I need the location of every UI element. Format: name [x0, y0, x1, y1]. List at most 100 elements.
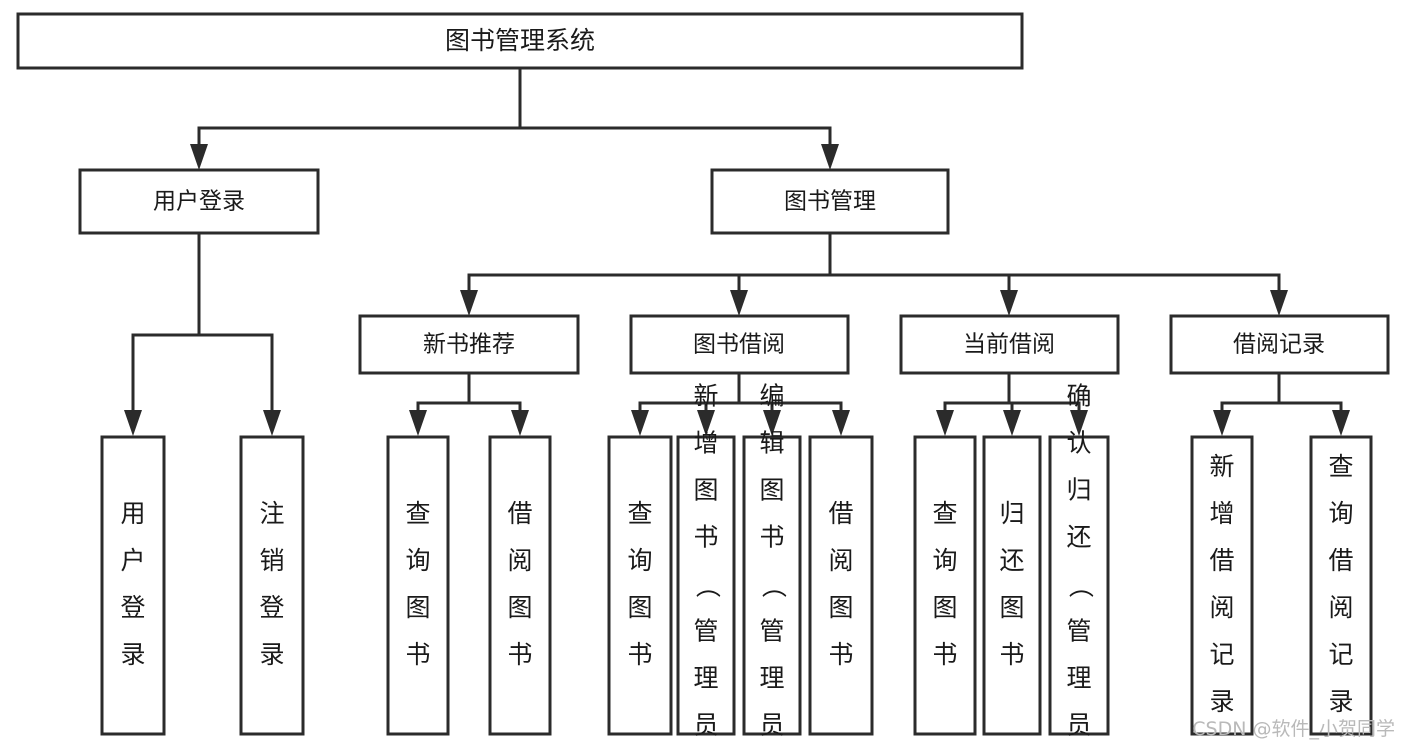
svg-text:书: 书 — [999, 640, 1024, 669]
svg-text:图: 图 — [507, 593, 532, 622]
leaf-box-leaf-book-borrow-1[interactable] — [676, 435, 736, 736]
connector-group-records — [1213, 371, 1350, 436]
svg-text:编: 编 — [759, 382, 784, 411]
svg-text:借: 借 — [1328, 546, 1353, 575]
leaf-box-leaf-user-login-0[interactable] — [100, 435, 166, 736]
node-book-manage[interactable]: 图书管理 — [710, 168, 950, 235]
node-box-new-book-recommend[interactable] — [358, 314, 580, 375]
leaf-box-leaf-user-login-1[interactable] — [239, 435, 305, 736]
node-box-user-login[interactable] — [78, 168, 320, 235]
svg-text:员: 员 — [693, 711, 718, 740]
arrow-icon — [1332, 410, 1350, 436]
leaf-box-leaf-records-0[interactable] — [1190, 435, 1254, 736]
svg-text:借: 借 — [507, 499, 532, 528]
svg-text:员: 员 — [1066, 711, 1091, 740]
svg-text:用: 用 — [120, 499, 145, 528]
svg-text:图: 图 — [759, 476, 784, 505]
svg-text:询: 询 — [932, 546, 957, 575]
leaf-box-leaf-current-borrow-2[interactable] — [1048, 435, 1110, 736]
node-borrow-records[interactable]: 借阅记录 — [1169, 314, 1390, 375]
leaf-node-layer: 用户登录注销登录查询图书借阅图书查询图书新增图书（管理员）编辑图书（管理员）借阅… — [100, 382, 1373, 747]
connector-group-current-borrow — [936, 371, 1088, 436]
node-box-book-borrow[interactable] — [629, 314, 850, 375]
svg-text:销: 销 — [259, 546, 284, 575]
arrow-icon — [1000, 290, 1018, 316]
arrow-icon — [821, 144, 839, 170]
svg-text:（: （ — [693, 573, 722, 598]
svg-text:书: 书 — [693, 523, 718, 552]
arrow-icon — [511, 410, 529, 436]
svg-text:（: （ — [1066, 573, 1095, 598]
svg-text:还: 还 — [1066, 523, 1091, 552]
node-label-borrow-records: 借阅记录 — [1233, 332, 1325, 358]
svg-text:认: 认 — [1066, 429, 1091, 458]
node-new-book-recommend[interactable]: 新书推荐 — [358, 314, 580, 375]
svg-text:图: 图 — [999, 593, 1024, 622]
svg-text:归: 归 — [999, 499, 1024, 528]
node-root[interactable]: 图书管理系统 — [16, 12, 1024, 70]
connector-group-root — [190, 66, 839, 170]
svg-text:书: 书 — [759, 523, 784, 552]
svg-text:管: 管 — [759, 617, 784, 646]
node-box-current-borrow[interactable] — [899, 314, 1120, 375]
connector-group-user-login — [124, 231, 281, 436]
node-current-borrow[interactable]: 当前借阅 — [899, 314, 1120, 375]
svg-text:录: 录 — [1328, 687, 1353, 716]
svg-text:理: 理 — [759, 664, 784, 693]
arrow-icon — [1213, 410, 1231, 436]
svg-text:归: 归 — [1066, 476, 1091, 505]
leaf-box-leaf-records-1[interactable] — [1309, 435, 1373, 736]
svg-text:注: 注 — [259, 499, 284, 528]
node-user-login[interactable]: 用户登录 — [78, 168, 320, 235]
svg-text:记: 记 — [1328, 640, 1353, 669]
svg-text:（: （ — [759, 573, 788, 598]
leaf-box-leaf-current-borrow-1[interactable] — [982, 435, 1042, 736]
leaf-node[interactable]: 用户登录 — [100, 435, 166, 736]
node-box-book-manage[interactable] — [710, 168, 950, 235]
svg-text:阅: 阅 — [1209, 593, 1234, 622]
node-book-borrow[interactable]: 图书借阅 — [629, 314, 850, 375]
leaf-box-leaf-book-borrow-0[interactable] — [607, 435, 673, 736]
svg-text:查: 查 — [627, 499, 652, 528]
node-box-root[interactable] — [16, 12, 1024, 70]
svg-text:书: 书 — [627, 640, 652, 669]
arrow-icon — [1270, 290, 1288, 316]
svg-text:图: 图 — [828, 593, 853, 622]
svg-text:书: 书 — [932, 640, 957, 669]
leaf-box-leaf-book-borrow-3[interactable] — [808, 435, 874, 736]
svg-text:增: 增 — [1209, 499, 1234, 528]
node-box-borrow-records[interactable] — [1169, 314, 1390, 375]
connector-group-borrow — [631, 371, 850, 436]
node-label-root: 图书管理系统 — [445, 26, 595, 55]
leaf-label-leaf-user-login-0: 用户登录 — [120, 499, 145, 669]
arrow-icon — [190, 144, 208, 170]
leaf-box-leaf-new-book-1[interactable] — [488, 435, 552, 736]
svg-text:登: 登 — [120, 593, 145, 622]
svg-text:图: 图 — [405, 593, 430, 622]
leaf-box-leaf-book-borrow-2[interactable] — [742, 435, 802, 736]
node-label-book-manage: 图书管理 — [784, 189, 876, 215]
svg-text:询: 询 — [627, 546, 652, 575]
leaf-box-leaf-new-book-0[interactable] — [386, 435, 450, 736]
leaf-box-leaf-current-borrow-0[interactable] — [913, 435, 977, 736]
svg-text:员: 员 — [759, 711, 784, 740]
svg-text:管: 管 — [1066, 617, 1091, 646]
node-label-user-login: 用户登录 — [153, 189, 245, 215]
svg-text:理: 理 — [693, 664, 718, 693]
